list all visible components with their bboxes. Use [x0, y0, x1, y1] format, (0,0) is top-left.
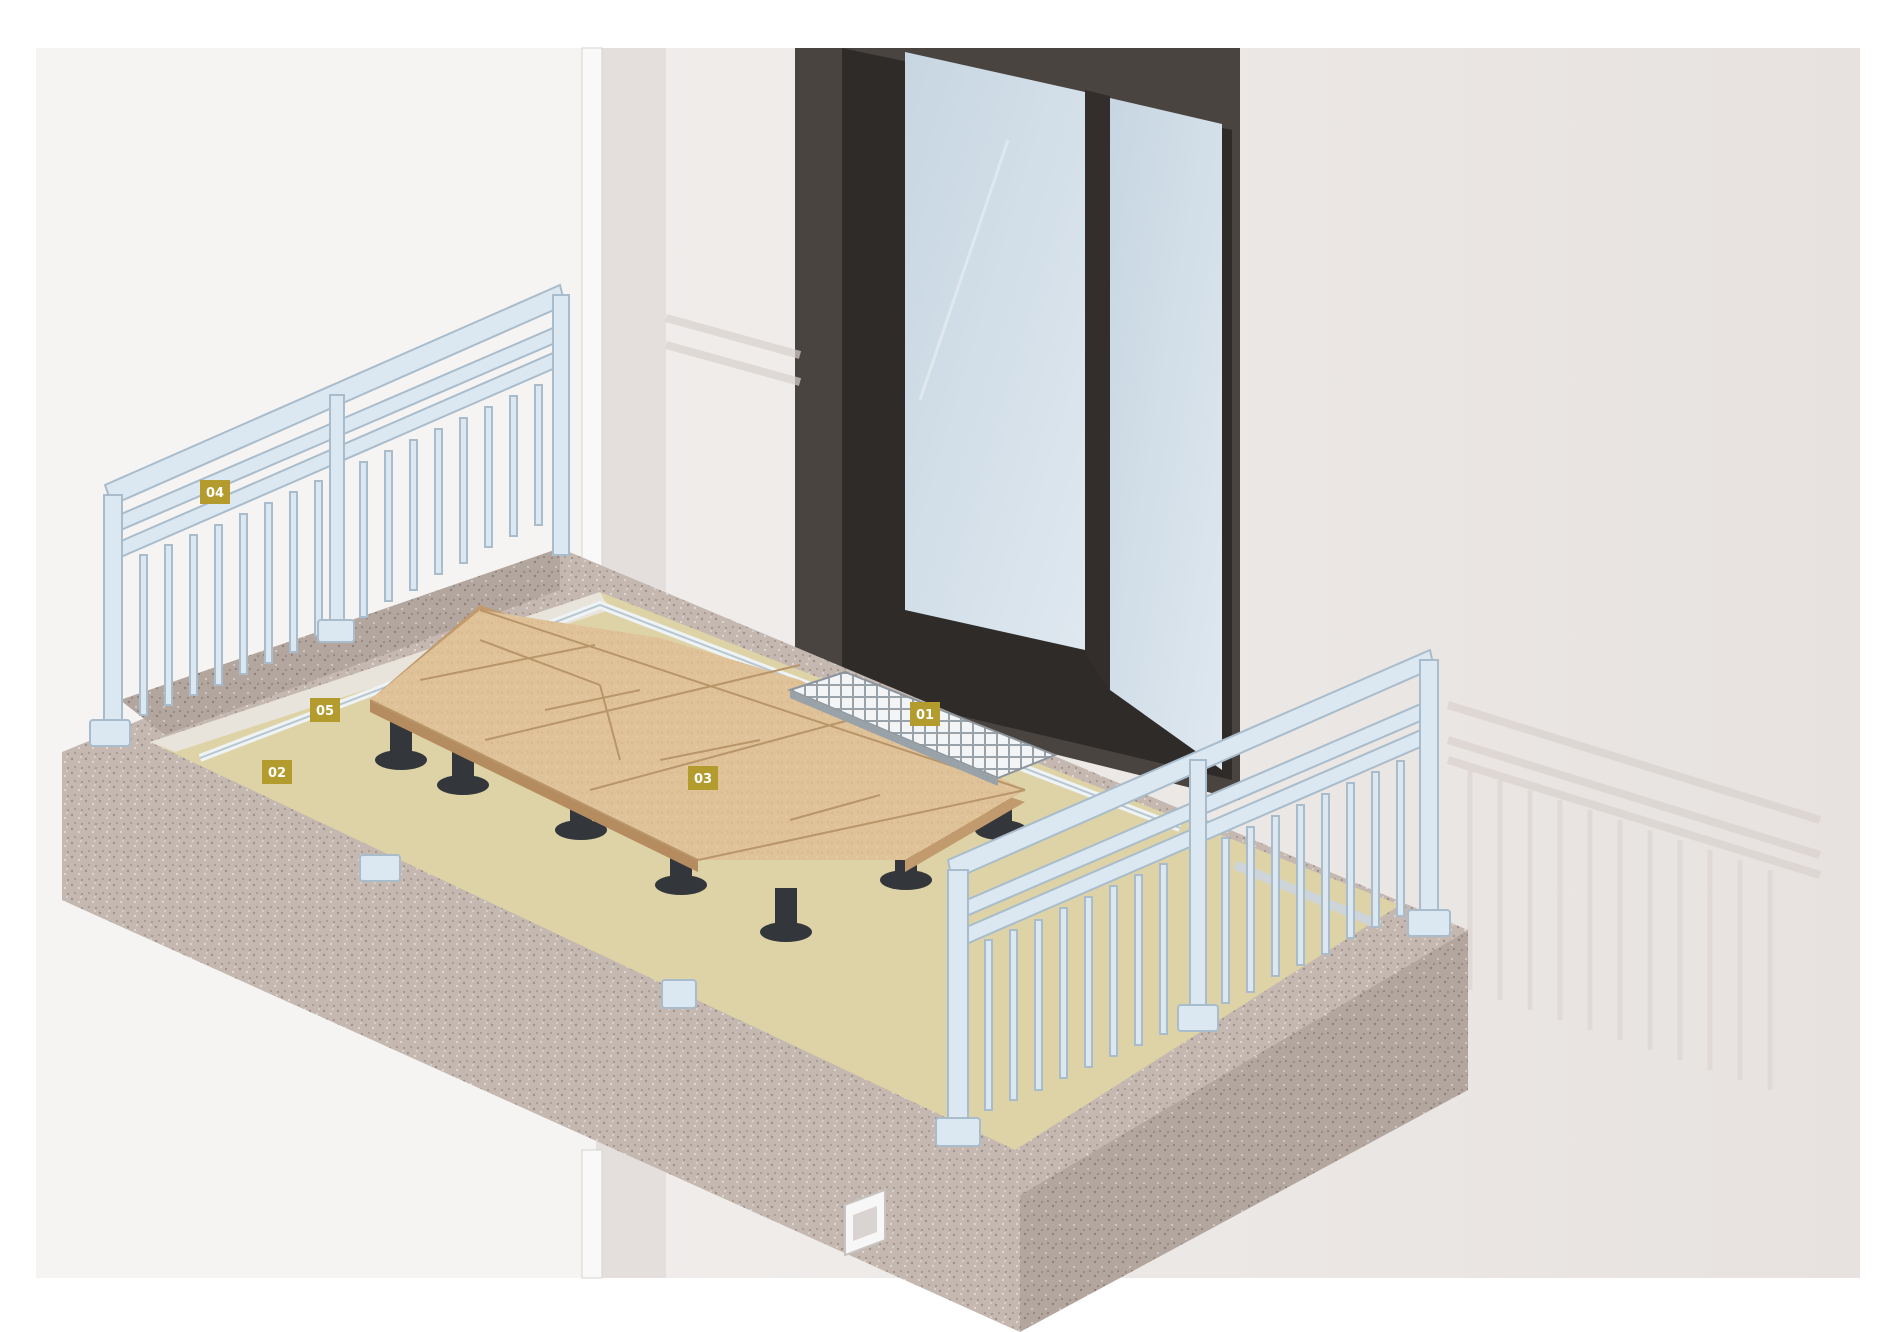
- label-02: 02: [262, 760, 292, 784]
- label-04-text: 04: [206, 486, 224, 501]
- label-05-text: 05: [316, 704, 334, 719]
- label-03-text: 03: [694, 772, 712, 787]
- label-03: 03: [688, 766, 718, 790]
- label-01-text: 01: [916, 708, 934, 723]
- label-05: 05: [310, 698, 340, 722]
- label-04: 04: [200, 480, 230, 504]
- label-01: 01: [910, 702, 940, 726]
- label-02-text: 02: [268, 766, 286, 781]
